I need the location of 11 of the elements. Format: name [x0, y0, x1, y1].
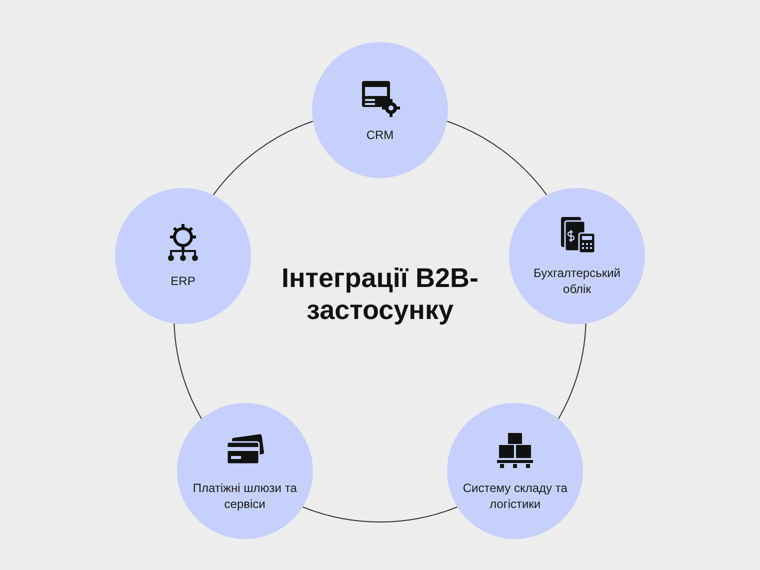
ring-connector — [302, 506, 458, 522]
node-label: Платіжні шлюзи та сервіси — [192, 480, 298, 513]
node-label: Систему складу та логістики — [462, 480, 568, 513]
ring-connector — [174, 322, 202, 420]
diagram-title: Інтеграції B2B-застосунку — [280, 262, 480, 327]
ring-connector — [212, 120, 314, 196]
ring-connector — [558, 322, 586, 420]
node-label: CRM — [366, 126, 394, 144]
node-label: Бухгалтерський облік — [532, 264, 622, 297]
ring-connector — [446, 120, 548, 196]
node-label: ERP — [170, 272, 196, 289]
